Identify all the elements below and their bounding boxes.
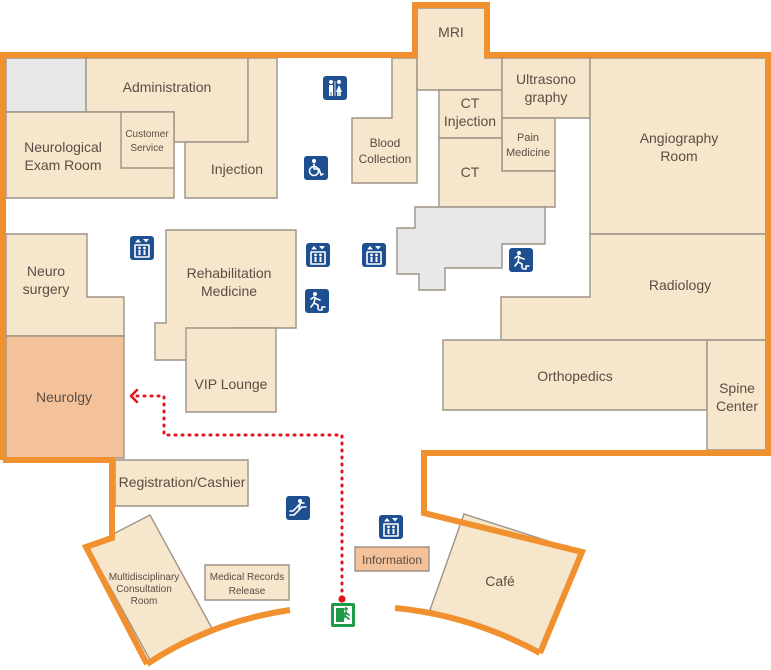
elevator-icon (306, 243, 330, 267)
facility-icons (130, 76, 533, 627)
elevator-icon (379, 515, 403, 539)
elevator-icon (362, 243, 386, 267)
room-customer-service[interactable] (120, 111, 175, 169)
label-injection: Injection (211, 161, 263, 177)
unused-area-top-left (5, 57, 87, 113)
unused-area-center (396, 206, 546, 291)
label-neurology: Neurolgy (36, 389, 92, 405)
room-vip-lounge[interactable] (185, 327, 277, 413)
label-cafe: Café (485, 573, 515, 589)
label-ct: CT (461, 164, 480, 180)
label-radiology: Radiology (649, 277, 711, 293)
emergency-stairs-icon (509, 248, 533, 272)
label-registration-cashier: Registration/Cashier (119, 474, 246, 490)
room-information[interactable] (354, 546, 430, 572)
room-pain-medicine[interactable] (501, 117, 556, 172)
route-entrance-to-neurology (129, 388, 346, 603)
label-administration: Administration (123, 79, 212, 95)
elevator-icon (130, 236, 154, 260)
rooms (5, 7, 769, 661)
room-medical-records-release[interactable] (204, 564, 290, 601)
room-angiography-room[interactable] (589, 57, 769, 235)
restroom-icon (323, 76, 347, 100)
wheelchair-icon (304, 156, 328, 180)
label-orthopedics: Orthopedics (537, 368, 612, 384)
emergency-stairs-icon (305, 289, 329, 313)
room-ultrasonography[interactable] (501, 57, 591, 119)
label-mri: MRI (438, 24, 464, 40)
label-information: Information (362, 553, 422, 567)
emergency-exit-icon[interactable] (331, 603, 355, 627)
room-radiology[interactable] (500, 233, 769, 341)
label-vip-lounge: VIP Lounge (195, 376, 268, 392)
escalator-icon (286, 496, 310, 520)
